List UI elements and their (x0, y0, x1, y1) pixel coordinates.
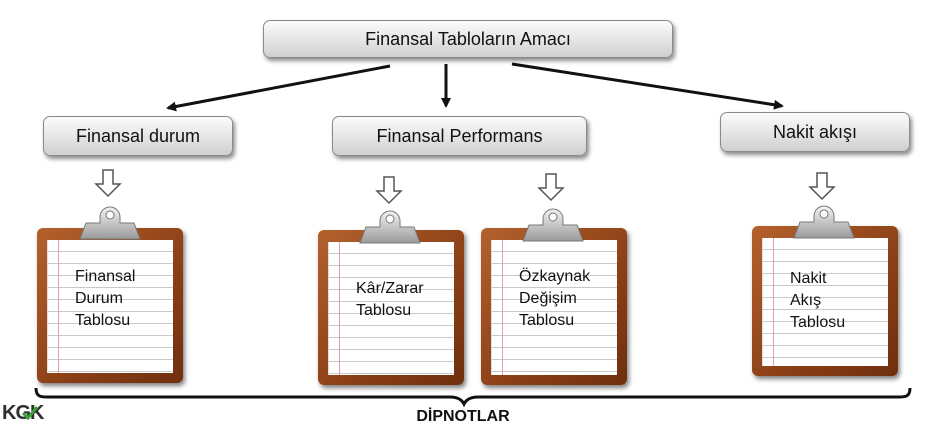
statement-label: Özkaynak Değişim Tablosu (519, 268, 591, 329)
arrow-to-finansal-durum (166, 64, 391, 112)
clipboard-nakit-akis-tablosu: Nakit Akış Tablosu (752, 226, 898, 376)
category-box-nakit-akisi: Nakit akışı (720, 112, 910, 152)
statement-label: Kâr/Zarar Tablosu (356, 280, 424, 319)
statement-label: Finansal Durum Tablosu (75, 268, 136, 329)
category-box-finansal-durum: Finansal durum (43, 116, 233, 156)
category-label: Finansal Performans (376, 125, 543, 146)
category-label: Finansal durum (75, 125, 201, 146)
clip-icon (359, 210, 421, 244)
goal-box: Finansal Tabloların Amacı (263, 20, 673, 58)
kgk-logo: KGK (2, 402, 58, 432)
category-label: Nakit akışı (772, 121, 858, 142)
clip-icon (79, 206, 141, 240)
down-arrow-icon (537, 173, 565, 202)
clip-icon (522, 208, 584, 242)
clipboard-ozkaynak-degisim-tablosu: Özkaynak Değişim Tablosu (481, 228, 627, 385)
goal-label: Finansal Tabloların Amacı (365, 28, 571, 49)
down-arrow-icon (94, 169, 122, 198)
footnote-bracket (34, 387, 912, 408)
check-icon (22, 406, 38, 420)
footnotes-label: DİPNOTLAR (416, 408, 510, 425)
down-arrow-icon (808, 172, 836, 201)
arrow-to-nakit-akisi (511, 62, 784, 110)
category-box-finansal-performans: Finansal Performans (332, 116, 587, 156)
clip-icon (793, 205, 855, 239)
down-arrow-icon (375, 176, 403, 205)
clipboard-kar-zarar-tablosu: Kâr/Zarar Tablosu (318, 230, 464, 385)
statement-label: Nakit Akış Tablosu (790, 270, 846, 331)
clipboard-finansal-durum-tablosu: Finansal Durum Tablosu (37, 228, 183, 383)
